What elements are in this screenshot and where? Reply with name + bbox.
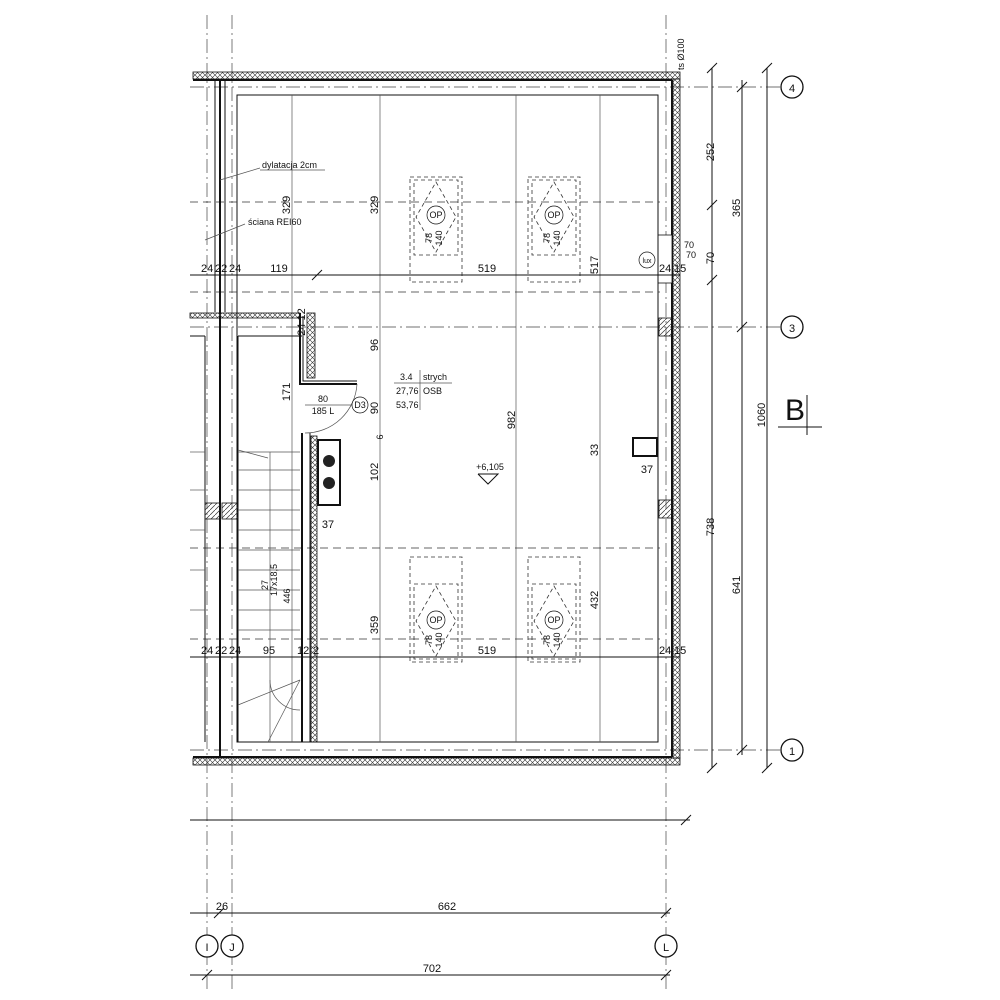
section-mark: B [785,394,805,427]
axis-markers: 4 3 1 I J L B [195,75,805,958]
dim: 37 [322,519,334,531]
dim: 102 [369,463,381,481]
skylight-height: 140 [552,230,562,245]
dim: 24 [229,263,241,275]
dim: 982 [506,411,518,429]
axis-4: 4 [789,83,795,95]
chimney-flue-icon [323,455,335,467]
stair-steps: 27 [260,580,270,590]
dim: 517 [589,256,601,274]
dim: 119 [270,263,288,275]
dimension-texts: 252 365 70 1060 738 641 329 329 24 22 24… [201,143,768,975]
dim: 90 [369,402,381,414]
wall-note: ściana REI60 [248,217,302,227]
dim: 519 [478,263,496,275]
roof-window [409,556,463,663]
dim: 662 [438,901,456,913]
axis-i: I [205,942,208,954]
dim: 37 [641,464,653,476]
skylight-height: 140 [434,230,444,245]
ventilation-duct [632,437,658,457]
dim: 33 [589,444,601,456]
roof-window [527,176,581,283]
roof-windows [409,176,581,663]
dim: 6 [375,434,385,439]
skylight-width: 78 [424,635,434,645]
dim: 12 [297,645,309,657]
dim: 70 [684,240,694,250]
dim: 329 [281,196,293,214]
dim: 365 [731,199,743,217]
skylight-tag: OP [429,210,442,220]
room-area: 27,76 [396,386,419,396]
dim: 95 [263,645,275,657]
skylight-tag: OP [547,210,560,220]
dilatation-note: dylatacja 2cm [262,160,317,170]
chimney-flue-icon [323,477,335,489]
stair-length: 446 [282,588,292,603]
dim: 26 [216,901,228,913]
staircase [190,449,301,743]
dimension-lines [190,62,822,981]
dim: 15 [674,263,686,275]
skylight-width: 78 [542,635,552,645]
dim: 22 [215,263,227,275]
level-mark: +6,105 [476,462,504,472]
dim: 24 12 [296,308,308,336]
axis-j: J [229,942,235,954]
door-width: 80 [318,394,328,404]
skylight-tag: OP [429,615,442,625]
pipe-note: ts Ø100 [676,38,686,70]
stair-step-size: 17x18,5 [269,564,279,596]
door-tag: D3 [354,400,366,410]
axis-3: 3 [789,323,795,335]
exterior-walls [192,71,681,766]
annotations: ts Ø100 dylatacja 2cm ściana REI60 lux D… [248,38,686,603]
room-volume: 53,76 [396,400,419,410]
room-floor: OSB [423,386,442,396]
skylight-width: 78 [542,233,552,243]
axis-l: L [663,942,669,954]
dim: 519 [478,645,496,657]
dim: 359 [369,616,381,634]
skylight-height: 140 [434,632,444,647]
dim: 252 [705,143,717,161]
attic-room-outline [190,94,660,743]
dim: 22 [215,645,227,657]
dim: 641 [731,576,743,594]
dim: 24 [659,263,671,275]
roof-window [527,556,581,663]
door-height: 185 L [312,406,335,416]
dim: 171 [281,383,293,401]
dim: 1060 [756,403,768,427]
dim: 24 [201,645,213,657]
dim: 432 [589,591,601,609]
skylight-height: 140 [552,632,562,647]
dim: 2 [313,645,319,657]
room-name: strych [423,372,447,382]
dim: 329 [369,196,381,214]
lux-sensor: lux [643,258,652,265]
party-wall [189,80,302,757]
dim: 738 [705,518,717,536]
dim: 70 [686,250,696,260]
skylight-labels: OP OP OP OP 78 140 78 140 78 140 78 140 [424,210,562,648]
dim: 24 [229,645,241,657]
dim: 15 [674,645,686,657]
room-number: 3.4 [400,372,413,382]
dim: 96 [369,339,381,351]
axis-1: 1 [789,746,795,758]
skylight-width: 78 [424,233,434,243]
skylight-tag: OP [547,615,560,625]
dim: 702 [423,963,441,975]
dim: 70 [705,252,717,264]
dim: 24 [201,263,213,275]
dim: 24 [659,645,671,657]
roof-window [409,176,463,283]
stair-wall [299,312,658,743]
